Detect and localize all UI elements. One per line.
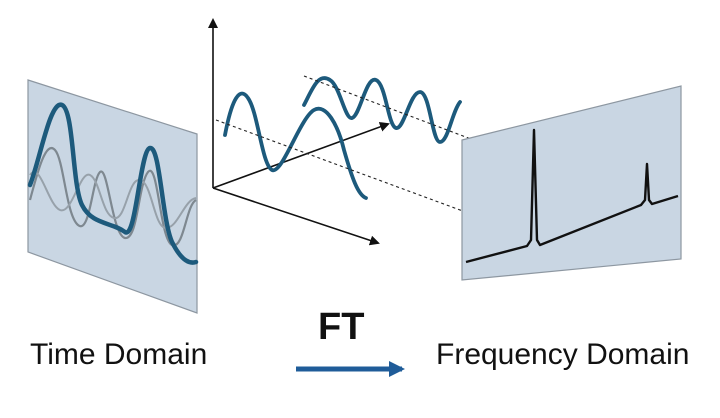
frequency-domain-label: Frequency Domain: [436, 338, 690, 371]
component-waves: [223, 76, 462, 200]
frequency-spectrum: [465, 128, 679, 264]
time-domain-panel: [27, 79, 199, 314]
ft-label: FT: [318, 306, 365, 348]
axes-3d: [208, 18, 390, 246]
low-frequency-wave: [223, 91, 368, 200]
z-axis: [212, 122, 390, 189]
component-wave-gray-1: [28, 146, 197, 247]
high-frequency-wave: [302, 76, 462, 144]
frequency-domain-plane: [461, 85, 682, 281]
time-signal-wave: [27, 102, 199, 265]
x-axis: [212, 187, 380, 246]
time-domain-label: Time Domain: [30, 338, 208, 371]
frequency-domain-panel: [461, 85, 682, 281]
